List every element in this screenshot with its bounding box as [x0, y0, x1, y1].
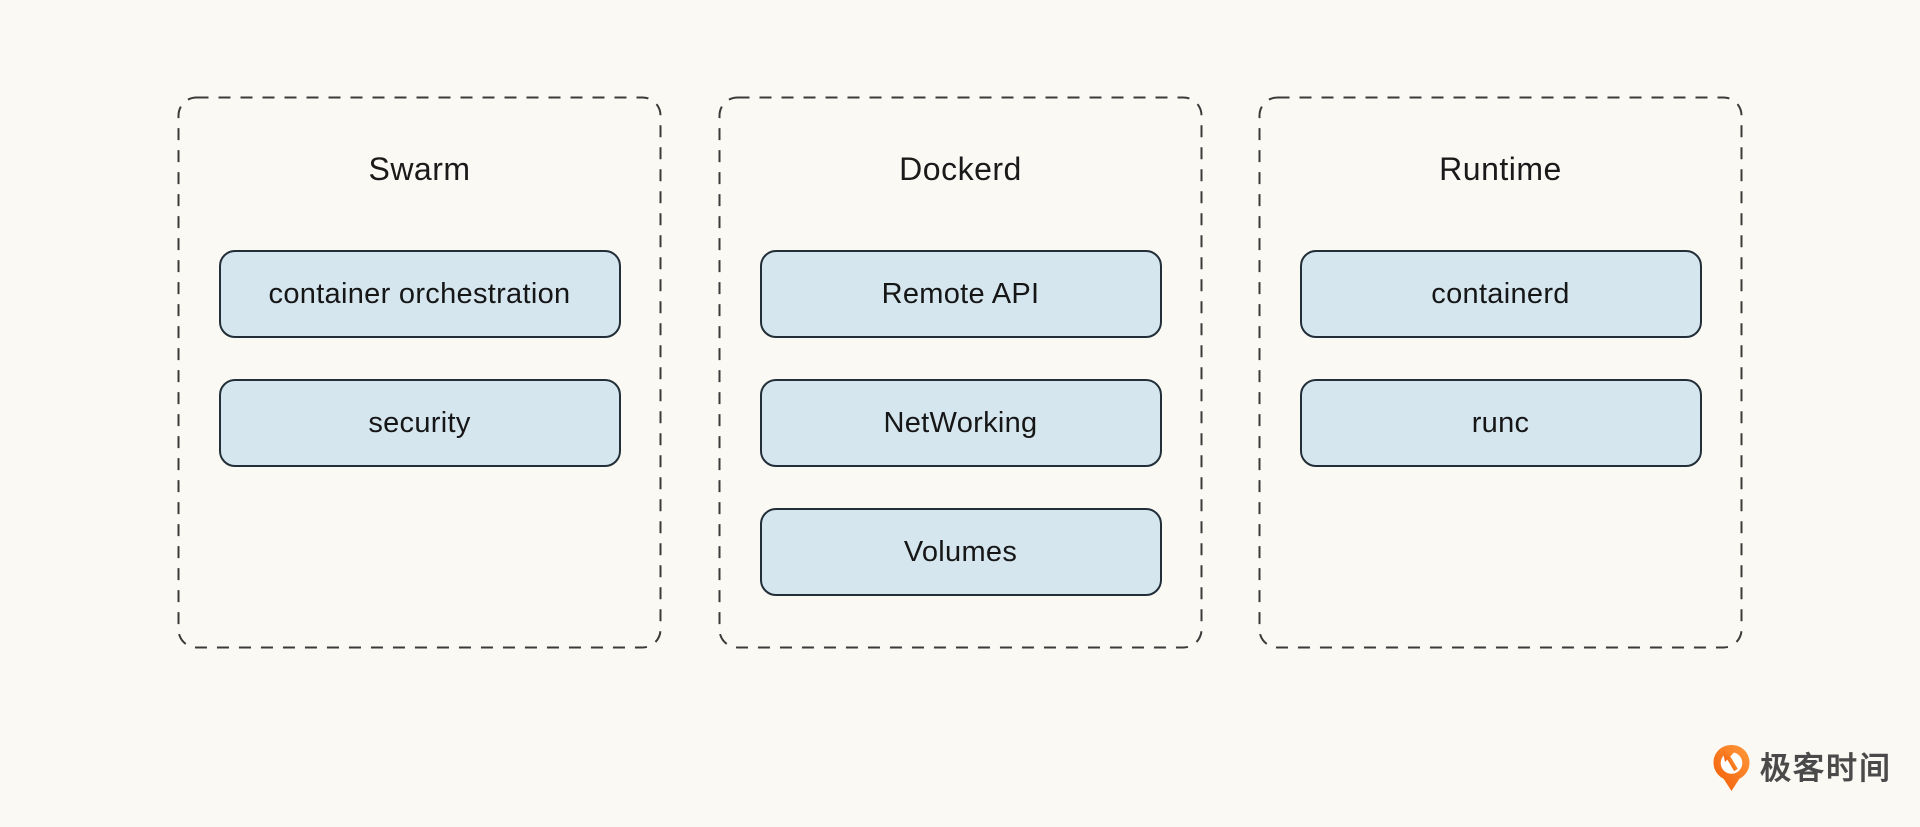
- group-items: container orchestration security: [177, 250, 662, 467]
- brand-logo: 极客时间: [1712, 744, 1892, 792]
- group-items: Remote API NetWorking Volumes: [718, 250, 1203, 596]
- node-container-orchestration: container orchestration: [218, 250, 621, 338]
- node-networking: NetWorking: [759, 379, 1162, 467]
- node-remote-api: Remote API: [759, 250, 1162, 338]
- node-volumes: Volumes: [759, 508, 1162, 596]
- dashed-border: [718, 96, 1203, 649]
- group-title-runtime: Runtime: [1439, 151, 1562, 187]
- dashed-border: [177, 96, 662, 649]
- node-containerd: containerd: [1299, 250, 1702, 338]
- node-security: security: [218, 379, 621, 467]
- group-title-swarm: Swarm: [368, 151, 471, 187]
- group-items: containerd runc: [1258, 250, 1743, 467]
- group-title-dockerd: Dockerd: [899, 151, 1022, 187]
- brand-logo-text: 极客时间: [1760, 750, 1892, 786]
- group-runtime: Runtime containerd runc: [1258, 96, 1743, 649]
- group-dockerd: Dockerd Remote API NetWorking Volumes: [718, 96, 1203, 649]
- dashed-border: [1258, 96, 1743, 649]
- node-runc: runc: [1299, 379, 1702, 467]
- geektime-pin-icon: [1713, 745, 1750, 791]
- group-swarm: Swarm container orchestration security: [177, 96, 662, 649]
